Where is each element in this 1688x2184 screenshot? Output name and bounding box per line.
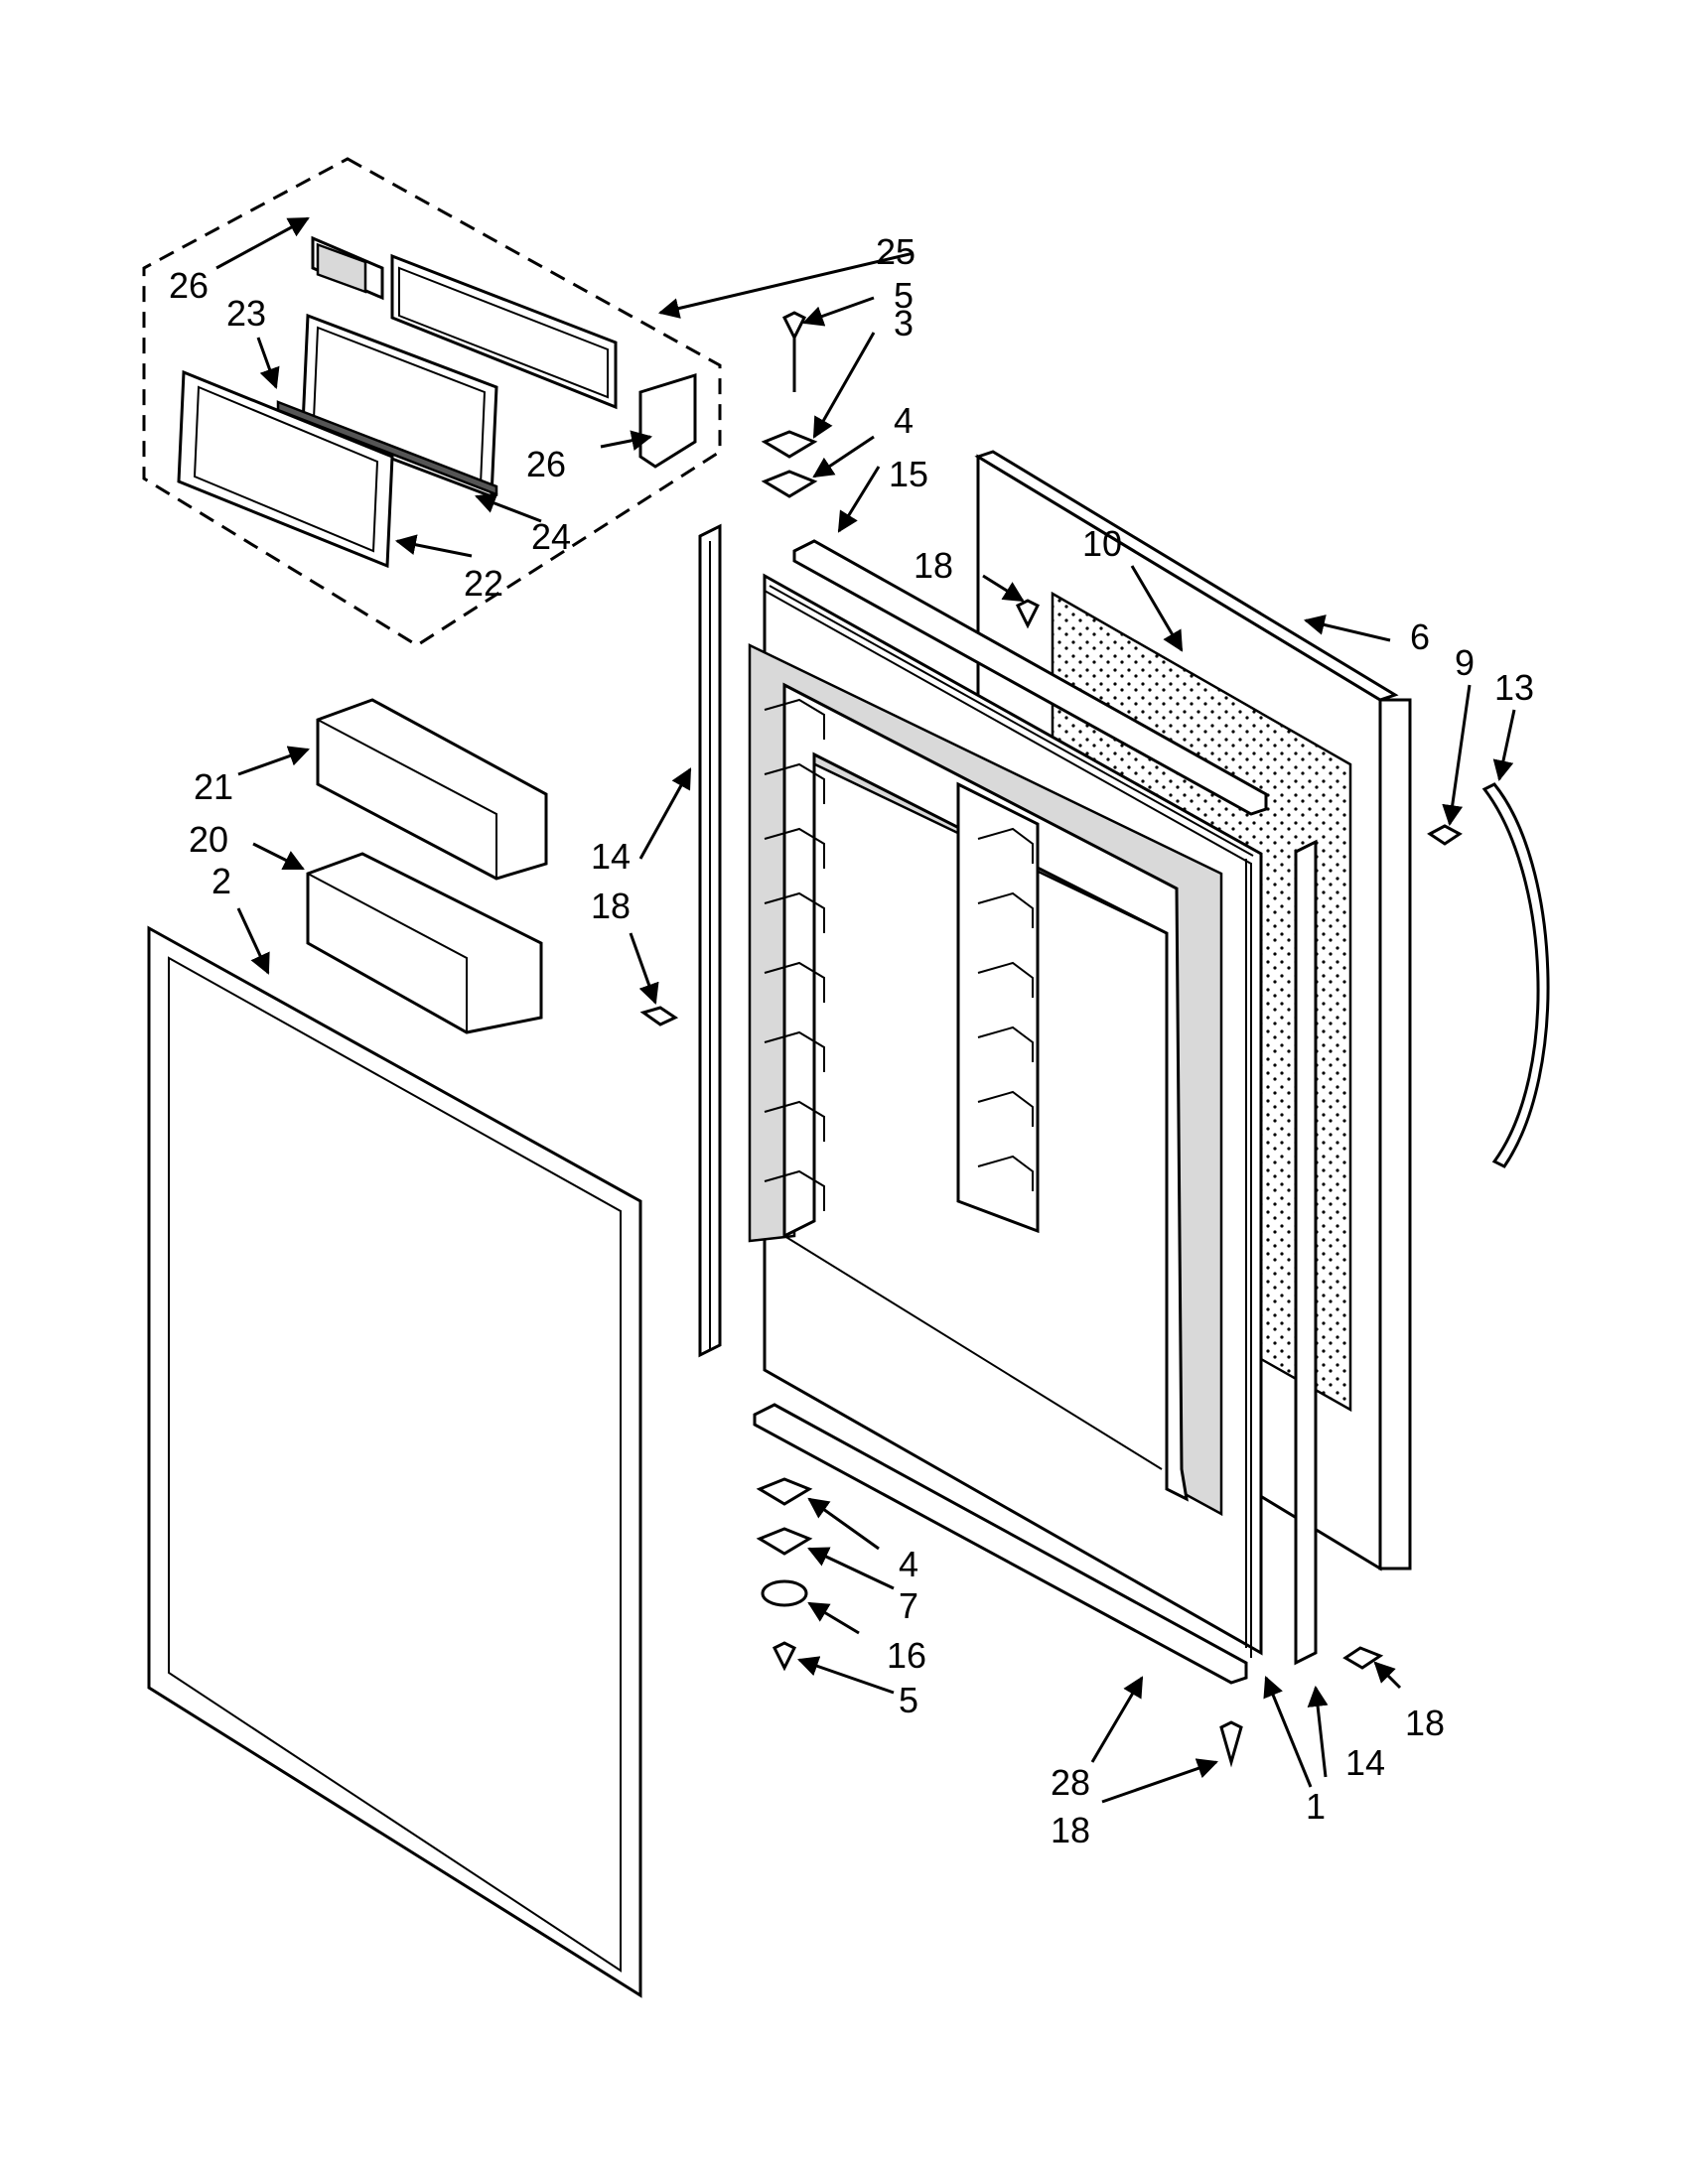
part-4-shim-top [761,470,818,498]
kit-boundary-dashed [142,157,722,647]
part-18-screw-top [1015,599,1041,629]
part-5-screw-top [781,311,807,341]
callout-14: 14 [591,836,631,877]
top-hinge-hardware [761,311,1041,629]
callout-21: 21 [194,766,233,807]
callout-26: 26 [526,444,566,484]
callout-16: 16 [887,1635,926,1676]
callout-5: 5 [894,275,914,316]
part-7-bottom-hinge [756,1527,813,1556]
callout-1: 1 [1306,1786,1326,1827]
part-1-inner-door-liner [748,573,1263,1658]
part-21-door-bin [316,698,548,881]
callout-28: 28 [1051,1762,1090,1803]
callout-24: 24 [531,516,571,557]
callout-26: 26 [169,265,209,306]
callout-4: 4 [899,1544,918,1584]
part-20-door-bin [306,852,543,1034]
part-5-screw-bottom [772,1641,797,1672]
part-28-hinge-bar-bottom [753,1403,1248,1685]
callout-18: 18 [914,545,953,586]
callout-3: 3 [894,303,914,343]
callout-labels: 26 23 25 5 3 4 26 15 24 22 18 10 6 9 13 … [169,231,1534,1850]
callout-20: 20 [189,819,228,860]
callout-2: 2 [211,861,231,901]
part-18-screw-right [1342,1646,1384,1670]
part-18-screw-bottom [1219,1720,1243,1768]
part-15-hinge-bar-top [792,539,1268,816]
leader-lines [215,216,1516,1804]
callout-13: 13 [1494,667,1534,708]
callout-15: 15 [889,454,928,494]
callout-25: 25 [876,231,915,272]
liner-shelf-hooks-right [977,827,1034,1191]
callout-18: 18 [591,886,631,926]
callout-18: 18 [1051,1810,1090,1850]
callout-6: 6 [1410,616,1430,657]
callout-14: 14 [1345,1742,1385,1783]
bottom-hinge-hardware [756,1477,1243,1768]
part-13-door-handle [1481,782,1550,1168]
callout-23: 23 [226,293,266,334]
part-26-bracket-right [638,372,697,469]
part-18-screw-left [639,1006,679,1026]
part-14-trim-right [1294,839,1318,1666]
callout-18: 18 [1405,1703,1445,1743]
part-9-screw [1427,824,1463,846]
callout-22: 22 [464,563,503,604]
part-4-shim-bottom [756,1477,813,1506]
part-16-washer [761,1579,808,1607]
door-bins [306,698,548,1034]
liner-channel [956,781,1040,1234]
part-3-top-hinge [761,430,818,459]
liner-shelf-hooks-left [764,698,825,1211]
callout-4: 4 [894,400,914,441]
callout-10: 10 [1082,523,1122,564]
part-25-drawer-body [390,253,618,410]
callout-9: 9 [1455,642,1475,683]
crisper-drawer-parts [177,235,697,569]
callout-7: 7 [899,1585,918,1626]
callout-5: 5 [899,1680,918,1720]
part-2-door-gasket [147,925,642,1998]
